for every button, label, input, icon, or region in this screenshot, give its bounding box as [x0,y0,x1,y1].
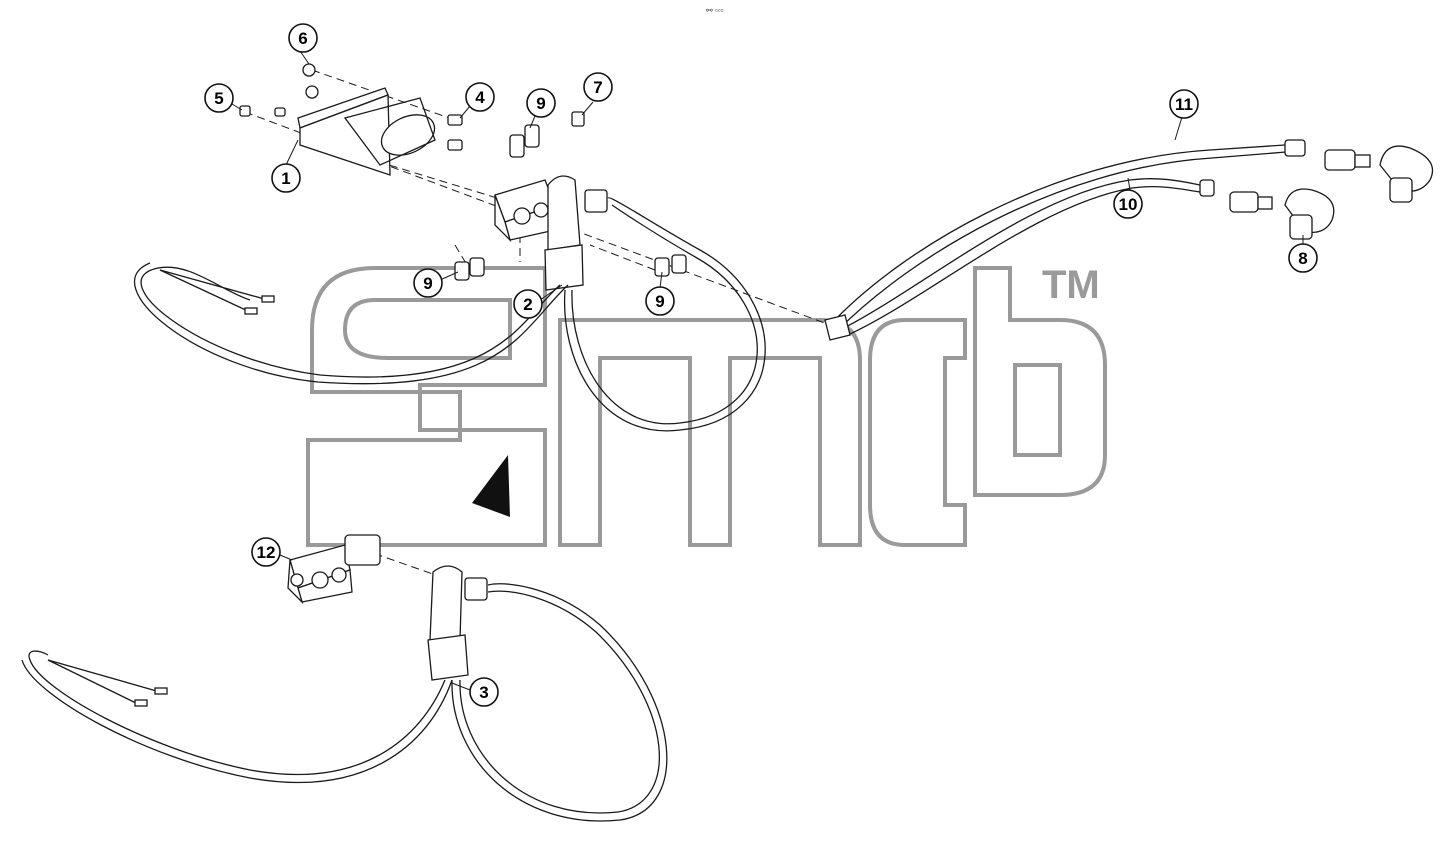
hoses-upper [134,144,1287,432]
callout-c2: 2 [513,289,543,319]
joystick-lower [427,565,488,681]
callout-c6: 6 [288,23,318,53]
callout-c7: 7 [583,72,613,102]
callout-circle [526,88,556,118]
callout-c10: 10 [1113,189,1143,219]
valve-block-upper [494,124,556,243]
callout-circle [1288,243,1318,273]
callout-circle [288,23,318,53]
couplers-right [1199,139,1434,240]
hoses-lower [21,583,668,822]
watermark-trademark: TM [1042,263,1100,307]
callout-label: 6 [298,29,307,48]
leader-lines [231,50,1304,691]
callout-circle [251,537,281,567]
callout-circle [1113,189,1143,219]
callout-label: 10 [1119,195,1138,214]
fasteners [239,63,585,151]
callout-label: 9 [655,292,664,311]
callout-circle [1169,89,1199,119]
callout-c9b: 9 [413,268,443,298]
callout-circle [465,82,495,112]
callout-label: 9 [536,94,545,113]
fittings-lower [454,254,687,281]
callout-circle [513,289,543,319]
callout-c12: 12 [251,537,281,567]
callout-c4: 4 [465,82,495,112]
callout-label: 11 [1175,95,1193,114]
callout-c1: 1 [271,163,301,193]
callout-circle [271,163,301,193]
callout-circle [645,286,675,316]
callout-c9a: 9 [526,88,556,118]
orientation-triangle [472,455,510,517]
callout-circle [413,268,443,298]
callout-circle [204,83,234,113]
callout-label: 3 [479,683,488,702]
callout-label: 4 [475,88,485,107]
callout-label: 8 [1298,249,1307,268]
callout-label: 2 [523,295,532,314]
callout-label: 5 [214,89,223,108]
watermark-logo: TM [306,263,1107,547]
callout-label: 7 [593,78,602,97]
callout-label: 12 [257,543,276,562]
top-mark: ⚯ ▫▫▫ [706,6,724,15]
callout-c8: 8 [1288,243,1318,273]
callout-c11: 11 [1169,89,1199,119]
callout-circle [469,677,499,707]
callout-c9c: 9 [645,286,675,316]
callout-label: 9 [423,274,432,293]
callout-circle [583,72,613,102]
valve-block-lower [287,534,381,605]
joystick-upper [544,175,608,291]
callout-label: 1 [281,169,290,188]
callout-c5: 5 [204,83,234,113]
bracket-part [297,87,436,176]
callout-c3: 3 [469,677,499,707]
